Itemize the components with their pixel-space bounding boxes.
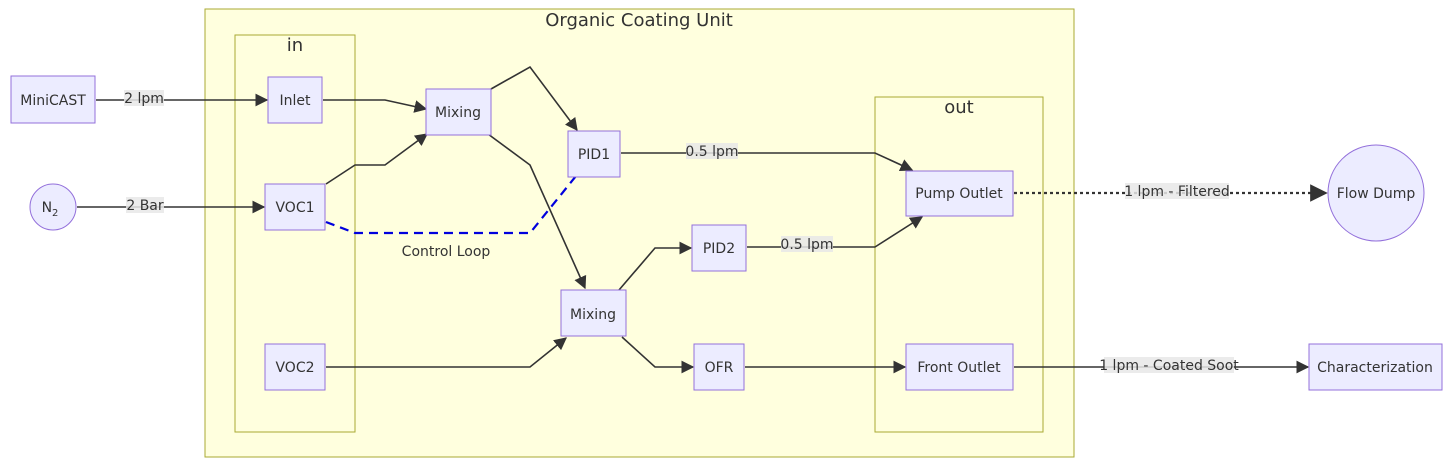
svg-text:MiniCAST: MiniCAST [20,93,86,109]
edge-mixing2-ofr [621,336,695,374]
cluster-in-title: in [287,35,303,56]
node-front-outlet: Front Outlet [905,343,1014,391]
node-characterization: Characterization [1308,343,1443,391]
edge-label-front-char: 1 lpm - Coated Soot [1099,357,1239,374]
edge-mixing1-pid1 [490,65,578,132]
svg-text:Mixing: Mixing [570,307,616,323]
cluster-out-title: out [944,97,973,118]
svg-text:2 Bar: 2 Bar [126,198,164,214]
svg-text:Mixing: Mixing [435,105,481,121]
svg-text:Front Outlet: Front Outlet [917,360,1001,376]
svg-text:PID1: PID1 [578,147,610,163]
svg-text:0.5 lpm: 0.5 lpm [780,237,833,253]
node-inlet: Inlet [267,76,323,124]
node-mixing-1: Mixing [425,88,492,136]
node-pid1: PID1 [567,130,621,178]
svg-text:VOC2: VOC2 [275,360,314,376]
edge-label-control-loop: Control Loop [402,244,491,260]
edge-label-pid2-pump: 0.5 lpm [780,236,834,253]
edge-label-n2-voc1: 2 Bar [126,197,164,214]
node-n2: N2 [29,183,77,231]
edge-label-pump-dump: 1 lpm - Filtered [1124,183,1230,200]
svg-text:1 lpm - Coated Soot: 1 lpm - Coated Soot [1099,358,1239,374]
edge-mixing2-pid2 [618,241,693,291]
edge-voc1-mixing1 [325,133,429,185]
edge-inlet-mixing1 [323,99,428,113]
edge-label-minicast-inlet: 2 lpm [124,90,164,107]
svg-text:Inlet: Inlet [280,93,312,109]
svg-text:PID2: PID2 [703,241,735,257]
node-voc1: VOC1 [264,183,326,231]
edge-mixing1-mixing2 [487,133,587,290]
svg-text:Pump Outlet: Pump Outlet [915,186,1003,202]
svg-text:Flow Dump: Flow Dump [1337,186,1416,202]
svg-text:0.5 lpm: 0.5 lpm [685,144,738,160]
node-voc2: VOC2 [264,343,326,391]
svg-text:Control Loop: Control Loop [402,244,491,260]
node-pump-outlet: Pump Outlet [905,170,1014,217]
cluster-unit-title: Organic Coating Unit [545,10,733,31]
edge-voc2-mixing2 [326,337,567,368]
svg-text:VOC1: VOC1 [275,200,314,216]
node-flow-dump: Flow Dump [1327,144,1425,242]
svg-text:N2: N2 [42,200,59,219]
node-ofr: OFR [693,343,745,391]
node-pid2: PID2 [691,224,747,272]
svg-text:Characterization: Characterization [1317,360,1433,376]
svg-text:1 lpm - Filtered: 1 lpm - Filtered [1124,184,1230,200]
control-loop-line [325,175,577,235]
node-mixing-2: Mixing [560,289,627,337]
node-minicast: MiniCAST [10,75,96,124]
svg-text:2 lpm: 2 lpm [124,91,164,107]
svg-text:OFR: OFR [705,360,734,376]
edge-label-pid1-pump: 0.5 lpm [685,143,739,160]
